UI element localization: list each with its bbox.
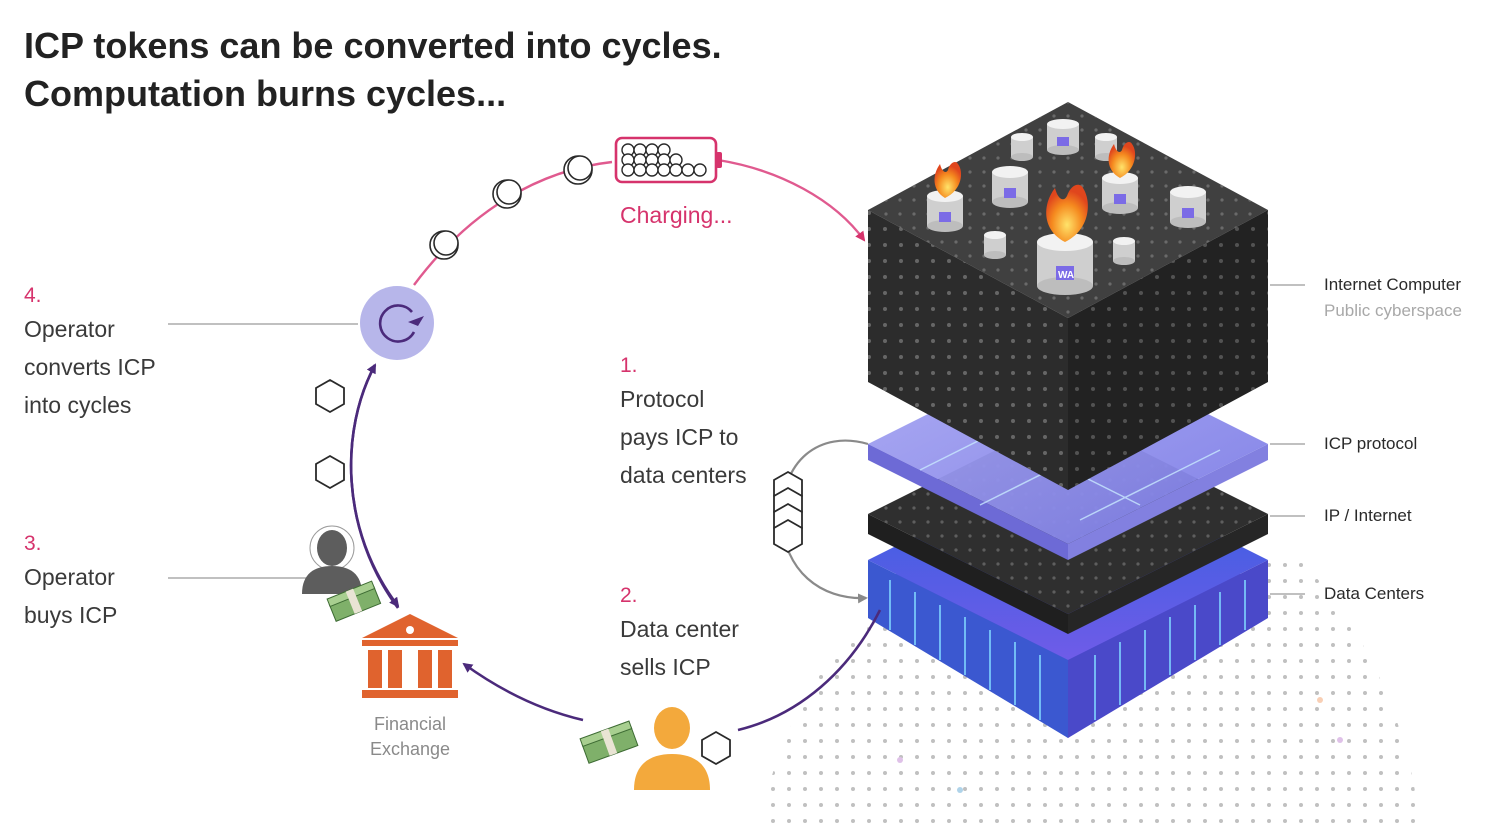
hexagon-token-icon (315, 378, 803, 766)
step-3-line-2: buys ICP (24, 602, 118, 628)
financial-exchange-label: Financial Exchange (350, 712, 470, 762)
canister (1047, 119, 1079, 155)
step-3-line-1: Operator (24, 564, 115, 590)
canister (1113, 237, 1135, 265)
internet-computer-label: Internet Computer (1324, 275, 1462, 294)
data-centers-label: Data Centers (1324, 584, 1425, 603)
step-2-number: 2. (620, 584, 638, 607)
bank-building-icon (362, 614, 458, 698)
step-4-line-3: into cycles (24, 392, 132, 418)
flame-icon (934, 142, 1136, 242)
step-2-line-2: sells ICP (620, 654, 711, 680)
step-1-line-1: Protocol (620, 386, 705, 412)
step-4-line-1: Operator (24, 316, 115, 342)
operator-person-icon (302, 525, 362, 594)
icp-protocol-label: ICP protocol (1324, 434, 1418, 453)
step-3: 3. Operator buys ICP (24, 530, 117, 634)
datacenters-to-seller-arc (737, 609, 882, 732)
title-line-2: Computation burns cycles... (24, 73, 507, 114)
step-3-number: 3. (24, 532, 42, 555)
step-4-line-2: converts ICP (24, 354, 156, 380)
internet-computer-label-group: Internet Computer Public cyberspace (1324, 275, 1462, 321)
cash-stack-icon (326, 580, 382, 622)
datacenter-to-exchange-arrow (462, 662, 584, 722)
layer-leader-lines (168, 284, 1305, 595)
canister (984, 231, 1006, 259)
exchange-to-converter-arrow (349, 363, 400, 609)
step-2: 2. Data center sells ICP (620, 582, 739, 686)
step-1: 1. Protocol pays ICP to data centers (620, 352, 747, 494)
canister (927, 190, 963, 232)
ip-internet-label: IP / Internet (1324, 506, 1412, 525)
battery-icon (614, 136, 722, 184)
canister (1011, 133, 1033, 161)
financial-exchange-line-1: Financial (373, 714, 447, 734)
step-4: 4. Operator converts ICP into cycles (24, 282, 156, 424)
circle-cycle-icon (429, 155, 593, 260)
title-line-1: ICP tokens can be converted into cycles. (24, 25, 722, 66)
cash-stack-icon (579, 720, 639, 764)
charging-flow-arc (717, 158, 866, 242)
canister (992, 166, 1028, 208)
step-1-line-3: data centers (620, 462, 747, 488)
datacenter-person-icon (634, 707, 710, 790)
canister (1037, 233, 1093, 295)
public-cyberspace-label: Public cyberspace (1324, 301, 1462, 320)
canister (1170, 186, 1206, 228)
step-4-number: 4. (24, 284, 42, 307)
canister (1102, 172, 1138, 214)
step-1-line-2: pays ICP to (620, 424, 739, 450)
charging-label: Charging... (620, 202, 733, 228)
financial-exchange-line-2: Exchange (369, 739, 451, 759)
refresh-cycle-icon (360, 286, 434, 360)
page-title: ICP tokens can be converted into cycles.… (24, 22, 722, 118)
step-2-line-1: Data center (620, 616, 739, 642)
step-1-number: 1. (620, 354, 638, 377)
canister-label: WA (1058, 270, 1075, 281)
